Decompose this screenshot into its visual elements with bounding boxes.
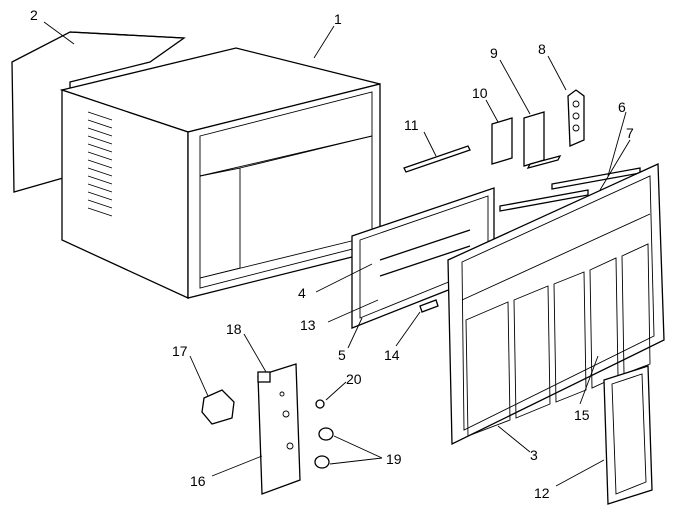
part-1-cabinet-case xyxy=(59,47,381,300)
part-2-insulation-panel xyxy=(11,31,186,193)
part-20-grommet xyxy=(315,399,325,409)
part-9-bracket xyxy=(523,111,562,169)
callout-2: 2 xyxy=(30,7,38,23)
callout-1: 1 xyxy=(334,11,342,27)
callout-labels: 1 2 3 4 5 6 7 8 9 10 11 12 13 14 15 16 1… xyxy=(30,7,634,501)
callout-6: 6 xyxy=(618,99,626,115)
callout-12: 12 xyxy=(534,485,550,501)
callout-14: 14 xyxy=(384,347,400,363)
part-10-bracket xyxy=(491,117,513,165)
callout-20: 20 xyxy=(346,371,362,387)
leader-lines xyxy=(43,21,631,487)
callout-17: 17 xyxy=(172,343,188,359)
callout-10: 10 xyxy=(472,85,488,101)
callout-15: 15 xyxy=(574,407,590,423)
callout-18: 18 xyxy=(226,321,242,337)
part-11-rod xyxy=(403,145,471,173)
cabinet-louvers xyxy=(87,111,113,217)
callout-19: 19 xyxy=(386,451,402,467)
part-19-knobs xyxy=(314,427,334,469)
part-16-control-panel xyxy=(257,363,301,495)
part-7-rail xyxy=(499,189,589,212)
callout-11: 11 xyxy=(404,117,419,133)
part-17-switch xyxy=(201,389,235,425)
callout-9: 9 xyxy=(490,45,498,61)
part-14-clip xyxy=(419,299,439,313)
part-3-front-grille xyxy=(447,163,665,446)
callout-16: 16 xyxy=(190,473,206,489)
part-12-access-frame xyxy=(603,365,653,505)
part-8-hook-strip xyxy=(567,89,585,147)
callout-8: 8 xyxy=(538,41,546,57)
callout-5: 5 xyxy=(338,347,346,363)
callout-7: 7 xyxy=(626,125,634,141)
callout-3: 3 xyxy=(530,447,538,463)
callout-4: 4 xyxy=(298,285,306,301)
callout-13: 13 xyxy=(300,317,316,333)
